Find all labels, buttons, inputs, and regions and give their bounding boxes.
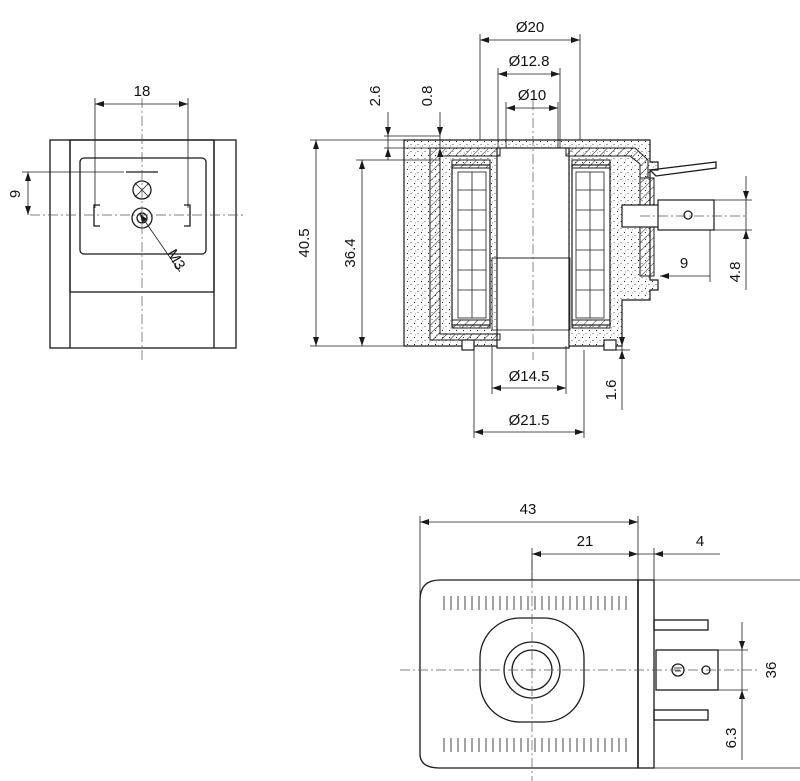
plan-pin-top	[653, 619, 709, 631]
plan-body	[419, 579, 639, 769]
dim-top-gap: 0.8	[419, 86, 436, 107]
plan-ribs-top	[443, 596, 627, 610]
section-terminal-tab	[648, 161, 717, 177]
section-view: Ø20 Ø12.8 Ø10 2.6 0.8 40.5	[296, 19, 752, 438]
front-view: 18 9 M3	[7, 83, 246, 360]
dim-total-height: 40.5	[296, 228, 313, 257]
dim-inner-diameter: Ø10	[518, 87, 546, 104]
dim-base-diameter: Ø21.5	[509, 412, 550, 429]
dim-inner-height: 36.4	[342, 238, 359, 267]
section-frame-left	[429, 147, 501, 341]
dim-outer-diameter: Ø20	[516, 19, 544, 36]
dim-plan-pin-offset: 6.3	[723, 728, 740, 749]
dim-plan-length: 43	[520, 501, 537, 518]
plan-pin-bottom	[653, 709, 709, 721]
dim-pin-offset: 9	[680, 255, 688, 272]
front-pin-slot-right	[184, 204, 191, 227]
front-pin-slot-left	[93, 204, 100, 227]
dim-base-step: 1.6	[603, 380, 620, 401]
dim-top-wall: 2.6	[367, 86, 384, 107]
plan-view: 43 21 4 36 6.3	[400, 501, 800, 781]
front-connector-socket	[79, 157, 207, 255]
dim-plan-width: 36	[763, 662, 780, 679]
dim-mid-diameter: Ø12.8	[509, 53, 550, 70]
plan-tab-strip	[637, 579, 655, 769]
dim-front-thread: M3	[163, 246, 188, 273]
front-earth-mark	[132, 180, 152, 200]
plan-ribs-bottom	[443, 738, 627, 752]
dim-plan-half: 21	[577, 533, 594, 550]
section-terminal-blade	[657, 199, 715, 231]
front-outer-body	[49, 139, 237, 349]
dim-pin-width: 4.8	[727, 262, 744, 283]
dim-front-width: 18	[134, 83, 151, 100]
dim-plan-tab: 4	[696, 533, 704, 550]
dim-bottom-bore: Ø14.5	[509, 368, 550, 385]
dim-front-offset: 9	[7, 190, 24, 198]
